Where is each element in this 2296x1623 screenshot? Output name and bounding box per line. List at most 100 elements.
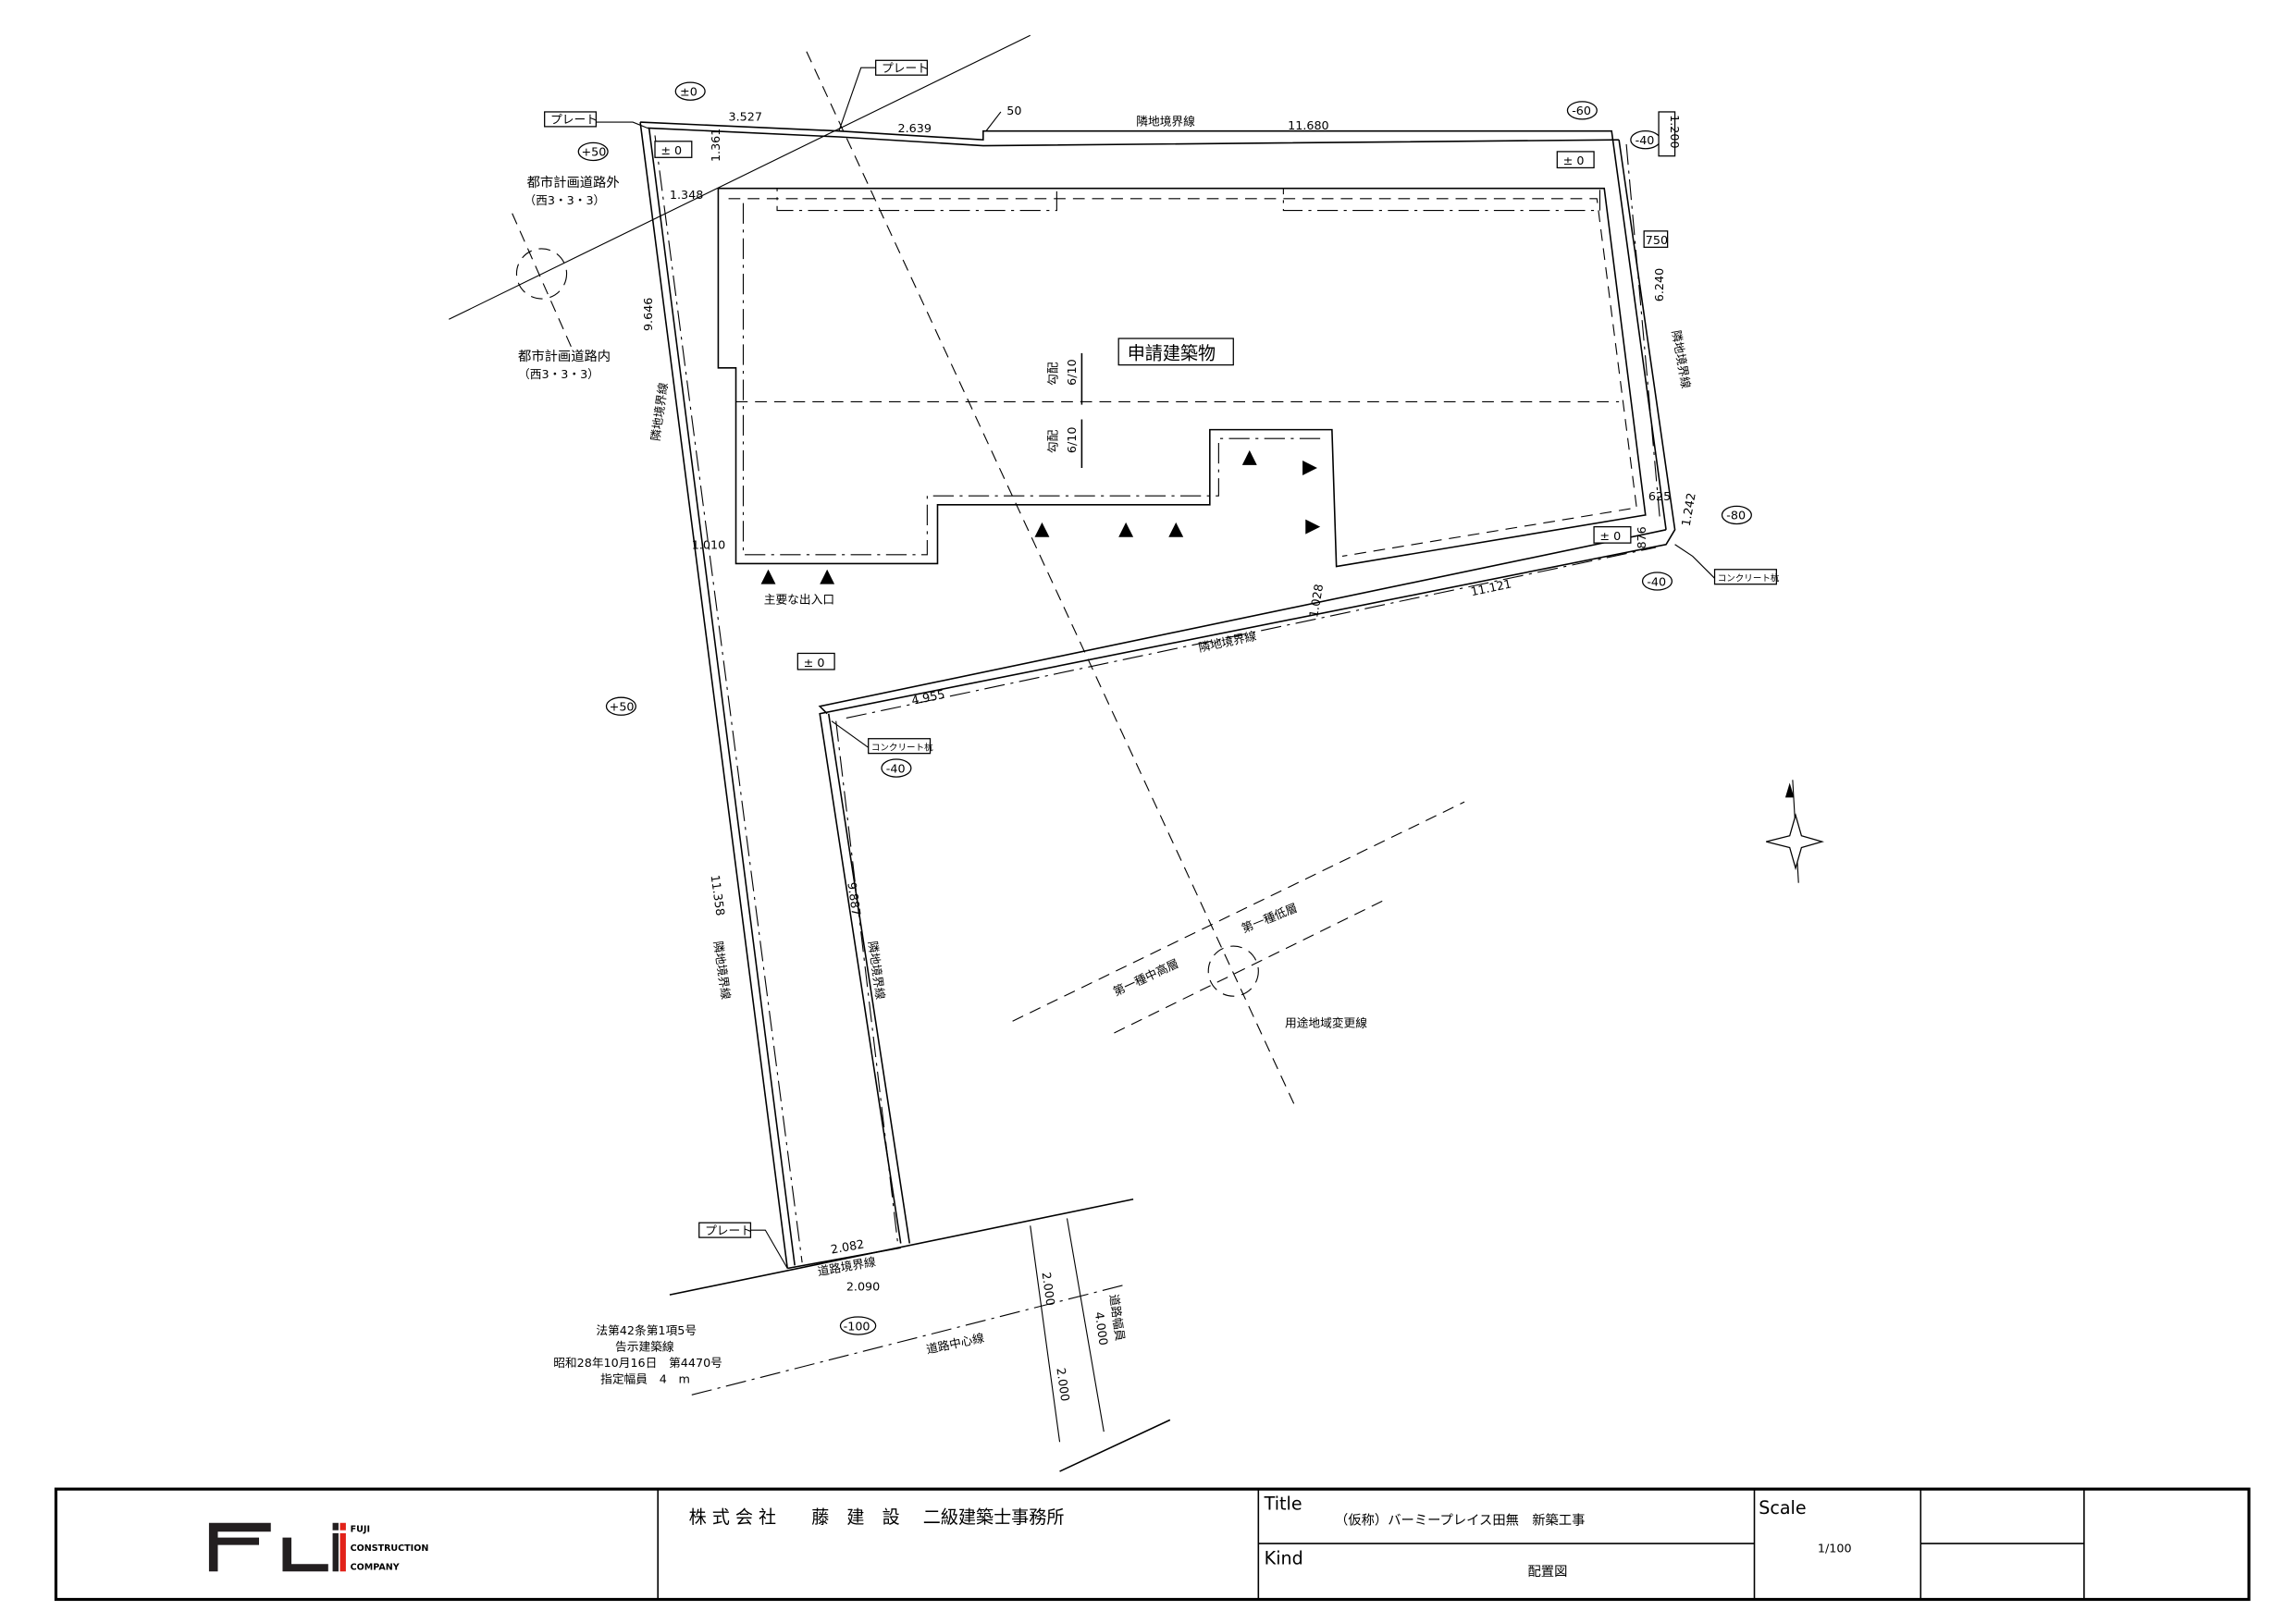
city-planning-road-line [449,34,1031,320]
box-pm0-label: ± 0 [1599,529,1621,543]
d11121-label: 11.121 [1470,576,1513,598]
d50-label: 50 [1006,104,1021,117]
d6240-label: 6.240 [1652,268,1666,301]
fuji-logo: FUJI CONSTRUCTION COMPANY [208,1522,429,1573]
d1242-label: 1.242 [1679,492,1698,527]
d4000-label: 4.000 [1092,1311,1111,1346]
slope-value: 6/10 [1065,359,1079,386]
city-road-out-label: 都市計画道路外 [527,175,620,191]
zone-change-line [1012,801,1465,1022]
level-marks: ±0 +50 +50 -60 -40 -80 -40 -40 -100 ± 0 … [577,81,1752,1335]
1-label: 告示建築線 [615,1340,674,1354]
m60-label: -60 [1572,104,1591,117]
d3527-label: 3.527 [729,110,762,124]
d1361-label: 1.361 [709,129,722,162]
entrance-triangle-icon [1118,522,1134,537]
plate-label: プレート [705,1223,752,1237]
slope-label: 勾配 [1045,429,1059,453]
zone-change-label: 用途地域変更線 [1285,1016,1367,1030]
3-label: 指定幅員 4 m [600,1372,690,1386]
company-name: 株 式 会 社 藤 建 設 二級建築士事務所 [689,1506,1065,1528]
p50-label: +50 [581,145,606,159]
plate-label: プレート [882,61,929,75]
title-block: FUJI CONSTRUCTION COMPANY 株 式 会 社 藤 建 設 … [54,1487,2251,1602]
building-label: 申請建築物 [1128,342,1216,363]
neighbor-boundary-label: 隣地境界線 [711,941,734,1001]
d1348-label: 1.348 [670,188,703,202]
slope-label: 勾配 [1045,362,1059,386]
d4955-label: 4.955 [910,687,946,707]
box-750-label: 750 [1646,233,1668,247]
city-road-id: （西3・3・3） [518,367,599,381]
city-road-id: （西3・3・3） [524,193,605,207]
kind-label: Kind [1265,1547,1303,1568]
entrance-triangle-icon [1305,519,1321,535]
entrance-triangle-icon [1034,522,1050,537]
zone-b-label: 第一種低層 [1240,901,1300,936]
box-pm0-label: ± 0 [804,656,825,670]
zone-marker-circle [1207,945,1259,997]
m100-label: -100 [844,1319,870,1333]
neighbor-boundary-label: 隣地境界線 [648,381,671,441]
city-planning-axis [512,213,575,354]
2-label: 昭和28年10月16日 第4470号 [553,1356,722,1370]
entrance-triangle-icon [820,569,835,584]
d9887-label: 9.887 [845,881,863,916]
d9646-label: 9.646 [641,298,655,331]
d876-label: 876 [1635,526,1648,548]
scale-label: Scale [1759,1497,1806,1518]
city-road-in-label: 都市計画道路内 [518,349,611,364]
city-planning-marker-circle [515,248,568,300]
2-label: COMPANY [351,1563,400,1573]
project-title: （仮称）バーミープレイス田無 新築工事 [1335,1512,1585,1528]
m80-label: -80 [1726,509,1746,523]
slope-value: 6/10 [1065,427,1079,454]
1-label: CONSTRUCTION [351,1543,429,1554]
d2000b-label: 2.000 [1054,1367,1072,1402]
d1010-label: 1.010 [692,538,725,552]
road-width-label: 道路幅員 [1107,1293,1128,1342]
main-entrance-label: 主要な出入口 [764,592,834,606]
building-outline [717,187,1647,568]
entrance-triangle-icon [1302,461,1317,475]
entrance-triangle-icon [1168,522,1184,537]
north-south-reference-line [806,51,1296,1107]
legal-note: 法第42条第1項5号 告示建築線 昭和28年10月16日 第4470号 指定幅員… [553,1323,722,1386]
road [669,1198,1171,1472]
entrance-triangle-icon [1241,449,1257,465]
plate-label: プレート [550,113,598,127]
m40-label: -40 [886,761,906,775]
0-label: FUJI [351,1524,370,1534]
entrance-triangle-icon [760,569,776,584]
m40-label: -40 [1636,133,1655,147]
zone-a-label: 第一種中高層 [1111,956,1181,999]
neighbor-boundary-label: 隣地境界線 [1669,329,1693,390]
entrance-markers [760,449,1321,584]
concrete-pile-label: コンクリート杭 [1718,573,1780,584]
m40-label: -40 [1647,574,1666,588]
title-label: Title [1264,1493,1302,1514]
neighbor-boundary-label: 隣地境界線 [866,941,888,1001]
concrete-pile-label: コンクリート杭 [871,742,933,753]
scale-value: 1/100 [1818,1542,1852,1555]
box-pm0-label: ± 0 [1563,154,1585,167]
d11358-label: 11.358 [708,874,727,916]
pm0-label: ±0 [680,84,697,98]
zone-change-line-2 [1114,900,1384,1034]
d2639-label: 2.639 [898,121,932,135]
d2082-label: 2.082 [830,1236,865,1256]
d2000a-label: 2.000 [1039,1272,1057,1307]
d11680-label: 11.680 [1288,118,1329,132]
d1028-label: 1.028 [1306,583,1326,618]
box-pm0-label: ± 0 [660,143,682,157]
0-label: 法第42条第1項5号 [596,1323,697,1337]
dimension-labels: 3.527 2.639 50 隣地境界線 11.680 1.361 1.348 … [641,104,1698,1402]
site-boundary [639,121,1676,1269]
north-arrow-icon [1766,780,1825,883]
d625-label: 625 [1648,489,1671,503]
d2090-label: 2.090 [846,1279,880,1293]
neighbor-boundary-label: 隣地境界線 [1136,114,1195,128]
p50-label: +50 [610,700,635,714]
drawing-kind: 配置図 [1527,1564,1567,1580]
